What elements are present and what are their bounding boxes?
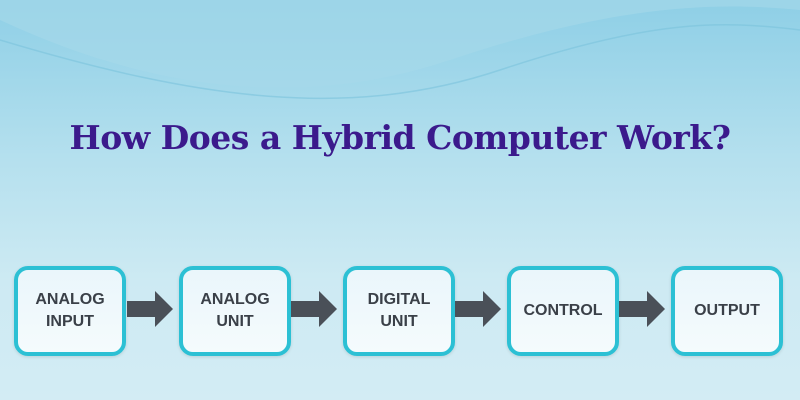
step-label: CONTROL [523, 302, 603, 319]
step-control: CONTROL [507, 266, 619, 356]
step-analog-input: ANALOG INPUT [14, 266, 126, 356]
step-label: ANALOG UNIT [200, 291, 270, 330]
step-analog-unit: ANALOG UNIT [179, 266, 291, 356]
arrow-right-icon [619, 291, 665, 327]
arrow-right-icon [127, 291, 173, 327]
page-title: How Does a Hybrid Computer Work? [69, 118, 731, 157]
background-waves [0, 0, 800, 100]
step-output: OUTPUT [671, 266, 783, 356]
step-label: OUTPUT [694, 302, 760, 319]
step-label: ANALOG INPUT [35, 291, 105, 330]
arrow-right-icon [455, 291, 501, 327]
arrow-right-icon [291, 291, 337, 327]
step-digital-unit: DIGITAL UNIT [343, 266, 455, 356]
step-label: DIGITAL UNIT [367, 291, 431, 330]
